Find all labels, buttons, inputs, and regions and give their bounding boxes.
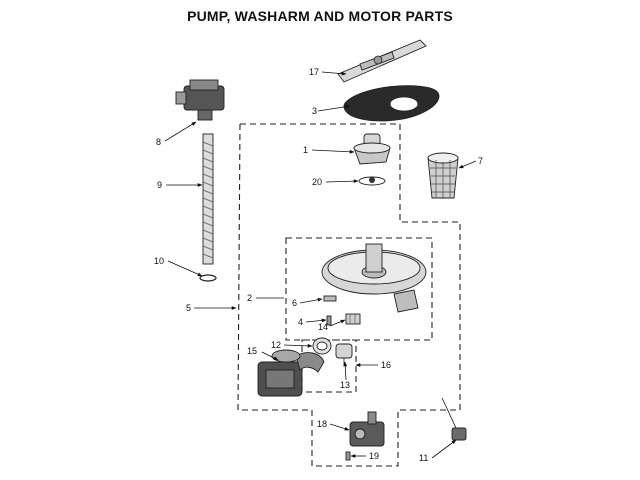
drain-hose bbox=[202, 133, 214, 265]
pump-motor bbox=[257, 349, 325, 397]
hose-clamp bbox=[199, 274, 217, 282]
filter-gasket bbox=[343, 85, 440, 122]
callout-13: 13 bbox=[340, 380, 350, 390]
callout-9: 9 bbox=[157, 180, 162, 190]
callout-20: 20 bbox=[312, 177, 322, 187]
callout-4: 4 bbox=[298, 317, 303, 327]
callout-8: 8 bbox=[156, 137, 161, 147]
callout-11: 11 bbox=[419, 453, 428, 463]
callout-7: 7 bbox=[478, 156, 483, 166]
callout-19: 19 bbox=[369, 451, 379, 461]
sump-housing bbox=[321, 243, 427, 313]
callout-10: 10 bbox=[154, 256, 164, 266]
callout-12: 12 bbox=[271, 340, 281, 350]
diverter-motor bbox=[175, 79, 225, 121]
outer-assembly-outline bbox=[237, 123, 461, 467]
callout-6: 6 bbox=[292, 298, 297, 308]
callout-14: 14 bbox=[318, 322, 328, 332]
drain-pump bbox=[349, 411, 385, 447]
filter-cylinder bbox=[427, 152, 459, 199]
sump-bracket bbox=[323, 295, 337, 302]
callout-3: 3 bbox=[312, 106, 317, 116]
harness-plug bbox=[441, 397, 467, 441]
pump-hub bbox=[353, 133, 391, 165]
upper-spray-arm bbox=[337, 39, 427, 83]
callout-1: 1 bbox=[303, 145, 308, 155]
leader-lines bbox=[164, 71, 477, 459]
callout-17: 17 bbox=[309, 67, 319, 77]
wire-connector bbox=[345, 313, 361, 325]
chopper-disk bbox=[358, 176, 386, 186]
callout-2: 2 bbox=[247, 293, 252, 303]
callout-15: 15 bbox=[247, 346, 257, 356]
thermistor bbox=[335, 343, 353, 366]
diagram-title: PUMP, WASHARM AND MOTOR PARTS bbox=[187, 8, 453, 24]
sump-screw bbox=[326, 315, 332, 326]
pump-seal bbox=[312, 337, 332, 355]
drain-assembly-outline bbox=[301, 339, 357, 393]
callout-5: 5 bbox=[186, 303, 191, 313]
drain-pump-screw bbox=[345, 451, 351, 461]
callout-16: 16 bbox=[381, 360, 391, 370]
callout-18: 18 bbox=[317, 419, 327, 429]
